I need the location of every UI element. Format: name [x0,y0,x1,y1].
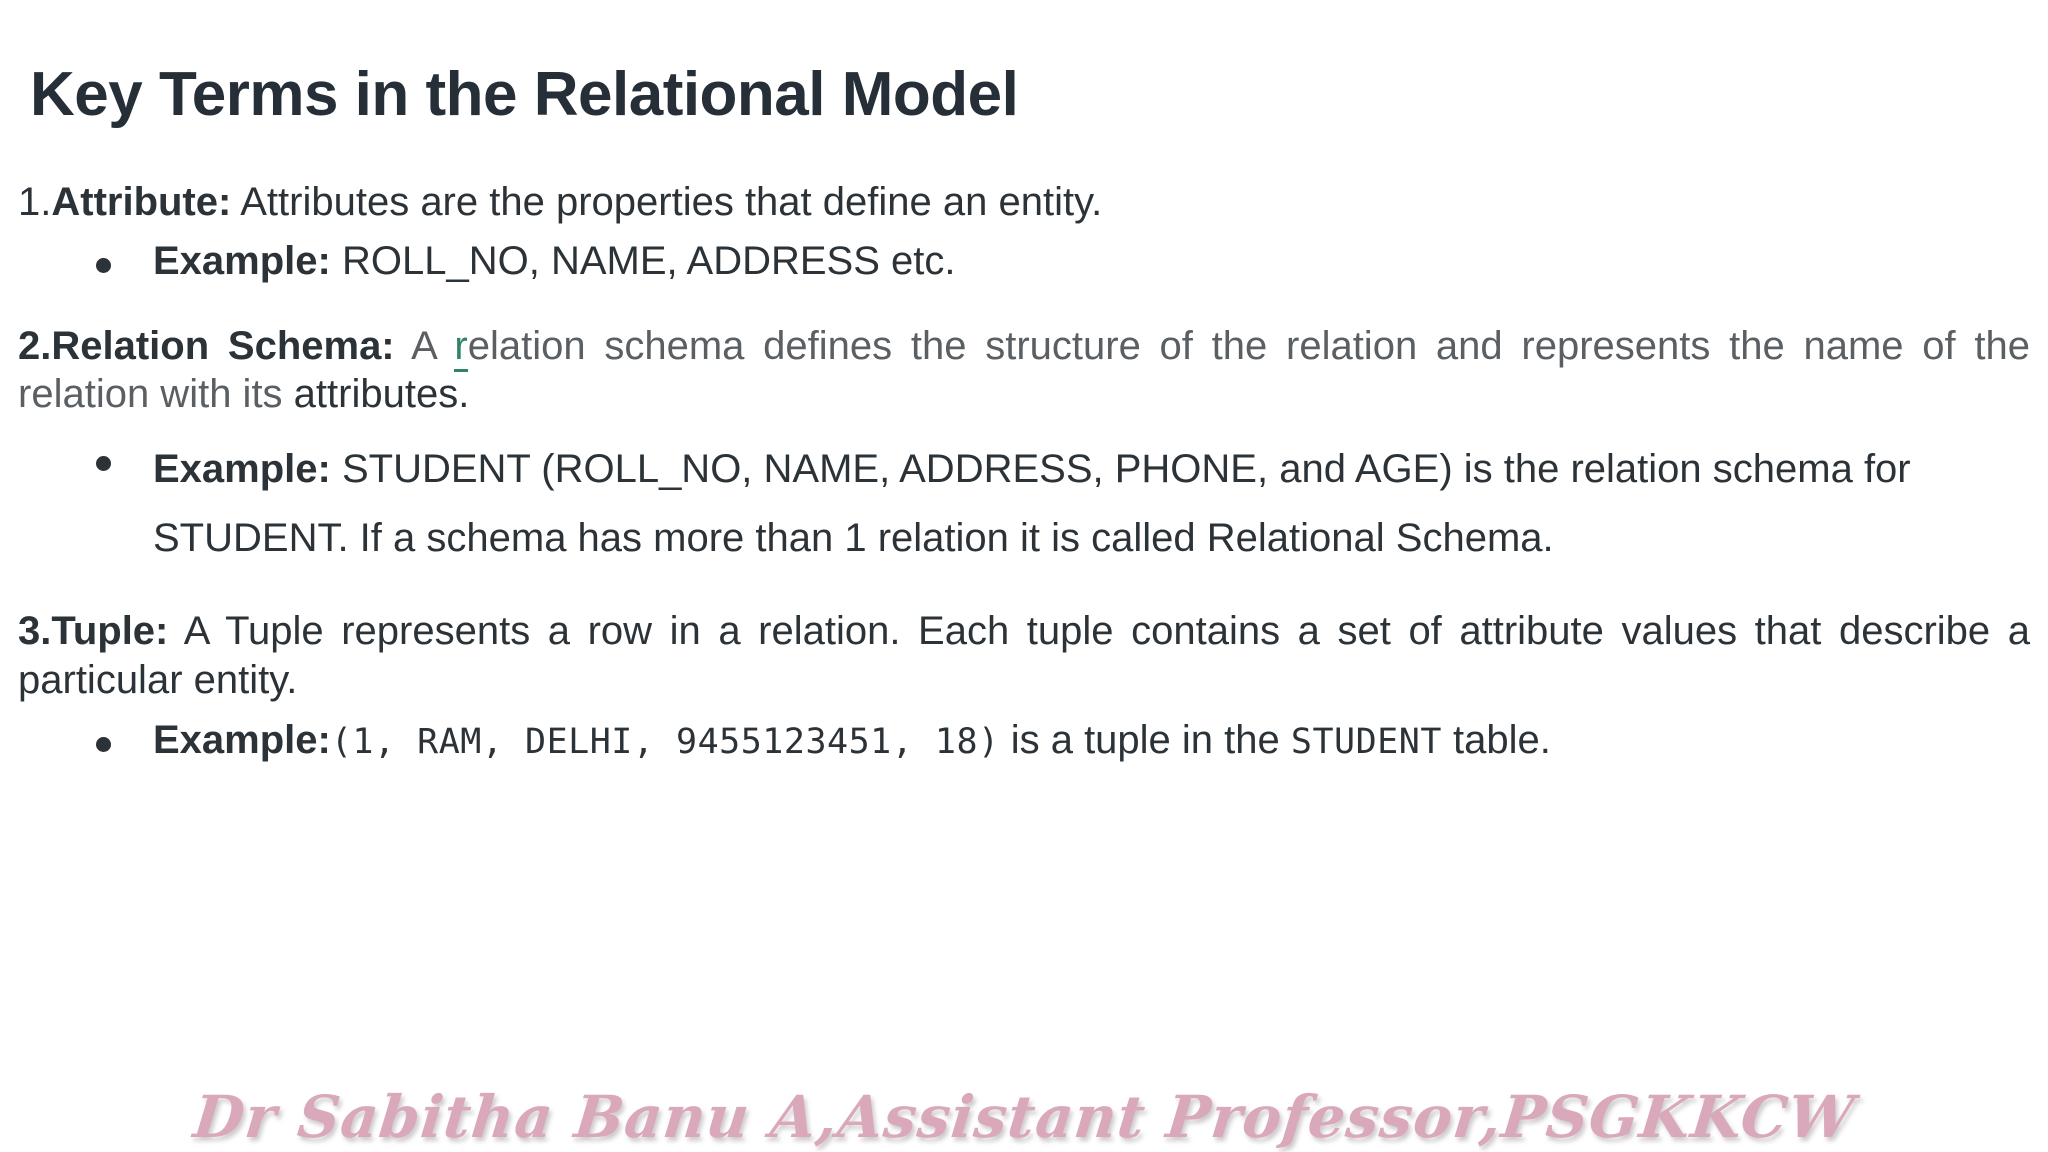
term-name: Tuple: [51,608,169,653]
term-definition-emphasis: attributes [293,372,459,417]
term-definition-tuple: 3.Tuple: A Tuple represents a row in a r… [18,607,2030,705]
list-item: Example: STUDENT (ROLL_NO, NAME, ADDRESS… [18,435,2030,573]
term-definition-relation-schema: 2.Relation Schema: A relation schema def… [18,322,2030,420]
term-definition-text: Attributes are the properties that defin… [231,180,1103,224]
watermark-text: Dr Sabitha Banu A,Assistant Professor,PS… [190,1083,1858,1151]
page-title: Key Terms in the Relational Model [30,59,1019,129]
list-item: Example: ROLL_NO, NAME, ADDRESS etc. [18,237,2030,286]
term-block-tuple: 3.Tuple: A Tuple represents a row in a r… [18,607,2030,765]
example-label: Example: [153,447,331,492]
term-definition-attribute: 1.Attribute: Attributes are the properti… [18,178,2030,227]
term-name: Relation Schema: [51,323,395,368]
list-item: Example:(1, RAM, DELHI, 9455123451, 18) … [18,716,2030,765]
term-number: 3. [18,608,52,653]
spellcheck-underlined-letter[interactable]: r [454,323,468,372]
example-text: ROLL_NO, NAME, ADDRESS etc. [330,238,956,283]
example-text: STUDENT (ROLL_NO, NAME, ADDRESS, PHONE, … [153,447,1911,560]
term-definition-text-part1: A [394,323,455,368]
term-number: 2. [18,323,52,368]
term-definition-text: A Tuple represents a row in a relation. … [18,608,2030,702]
bullet-list-attribute: Example: ROLL_NO, NAME, ADDRESS etc. [18,237,2030,286]
term-block-attribute: 1.Attribute: Attributes are the properti… [18,178,2030,286]
example-table-name: STUDENT [1290,722,1442,763]
term-number: 1. [18,180,52,224]
example-text-middle: is a tuple in the [999,718,1291,763]
slide-body: 1.Attribute: Attributes are the properti… [18,178,2030,769]
example-text-end: table. [1441,718,1551,763]
example-tuple-value: (1, RAM, DELHI, 9455123451, 18) [330,722,1000,763]
term-definition-text-part3: . [458,372,470,417]
watermark: Dr Sabitha Banu A,Assistant Professor,PS… [0,1083,2048,1151]
example-label: Example: [153,238,331,283]
bullet-list-relation-schema: Example: STUDENT (ROLL_NO, NAME, ADDRESS… [18,435,2030,573]
term-block-relation-schema: 2.Relation Schema: A relation schema def… [18,322,2030,573]
term-definition-text-part2: elation schema defines the structure of … [18,323,2030,417]
term-name: Attribute: [51,180,232,224]
example-label: Example: [153,718,331,763]
bullet-list-tuple: Example:(1, RAM, DELHI, 9455123451, 18) … [18,716,2030,765]
